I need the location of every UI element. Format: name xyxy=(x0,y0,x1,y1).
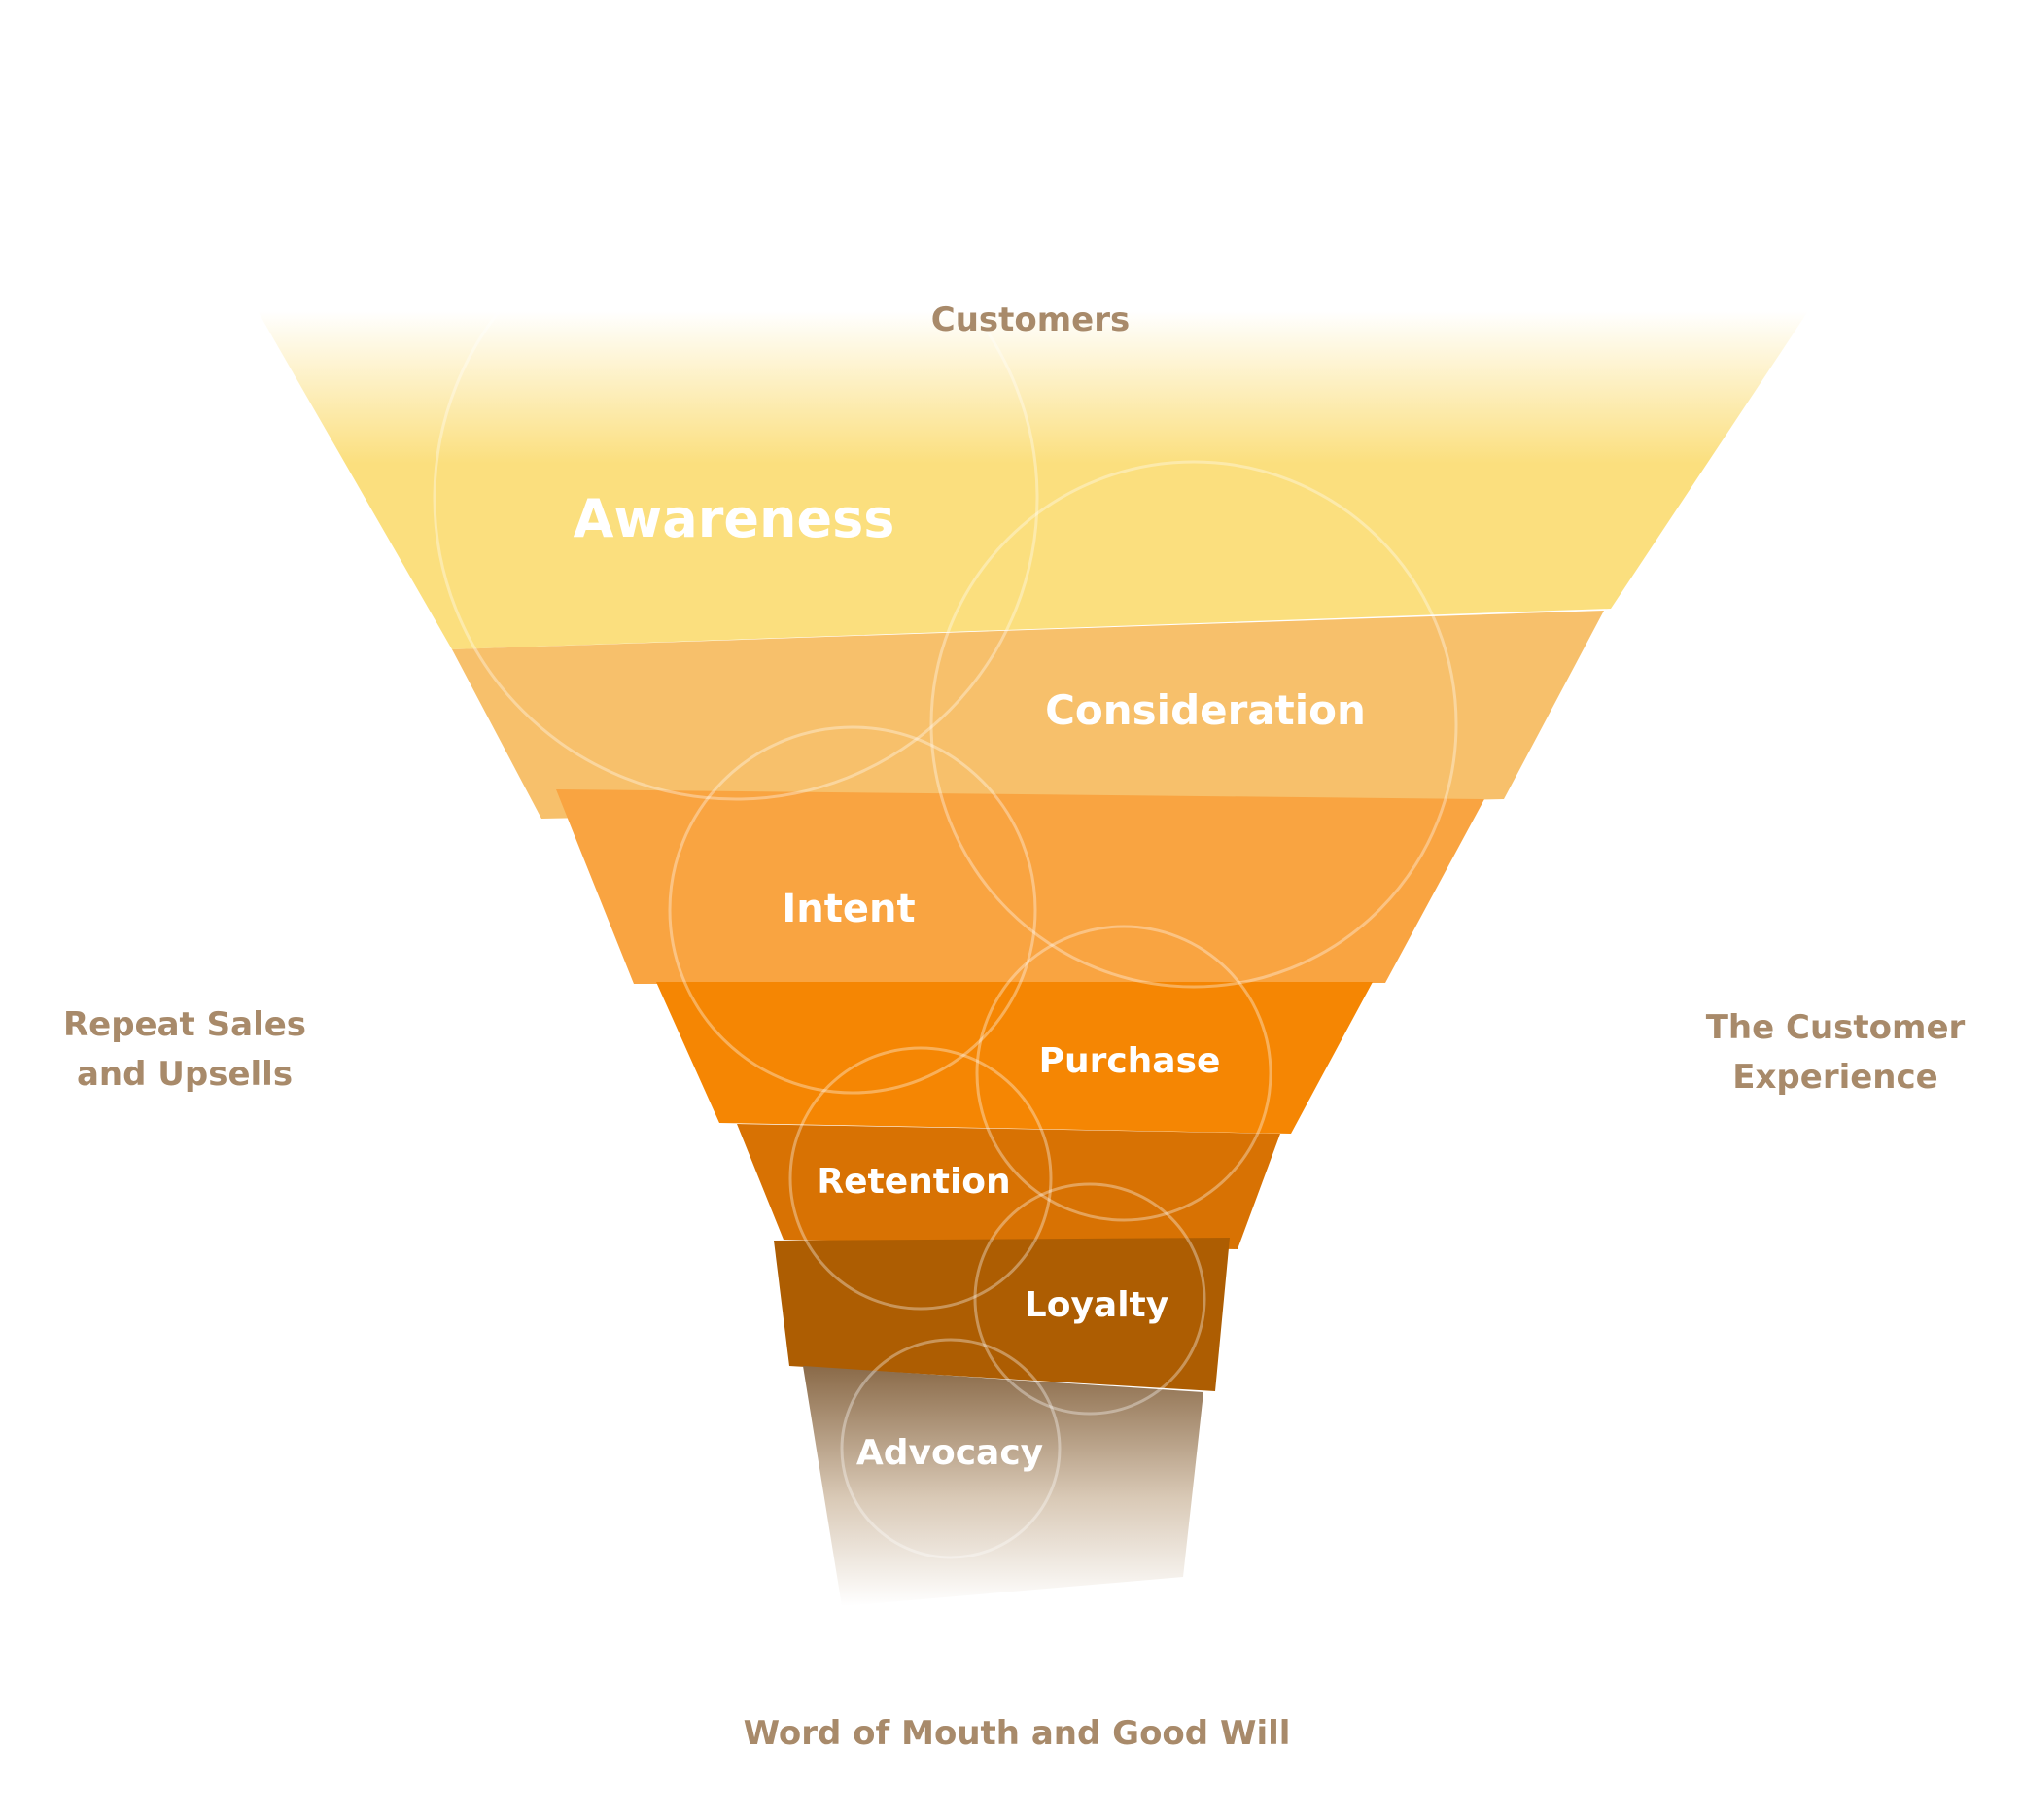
stage-awareness-band xyxy=(258,311,1808,649)
stage-consideration-label: Consideration xyxy=(1045,686,1366,734)
stage-advocacy-band xyxy=(803,1366,1203,1606)
top-label: Customers xyxy=(931,300,1131,339)
stage-retention-band xyxy=(737,1124,1280,1249)
bottom-label: Word of Mouth and Good Will xyxy=(744,1714,1291,1753)
right-label-line2: Experience xyxy=(1732,1058,1937,1097)
circle-purchase xyxy=(975,925,1272,1222)
stage-retention-label: Retention xyxy=(817,1162,1010,1202)
circle-intent xyxy=(668,725,1037,1095)
stage-purchase-label: Purchase xyxy=(1039,1041,1221,1081)
stage-intent-label: Intent xyxy=(782,887,915,931)
circle-consideration xyxy=(929,460,1458,989)
circle-awareness xyxy=(433,194,1039,801)
circle-retention xyxy=(788,1046,1053,1311)
stage-intent-band xyxy=(556,789,1484,984)
decorative-circles xyxy=(433,194,1458,1559)
stage-advocacy-label: Advocacy xyxy=(856,1433,1043,1473)
right-label-line1: The Customer xyxy=(1706,1008,1966,1047)
stage-consideration-band xyxy=(452,611,1604,819)
left-label-line1: Repeat Sales xyxy=(63,1005,306,1044)
stage-loyalty-label: Loyalty xyxy=(1025,1285,1168,1325)
circle-loyalty xyxy=(973,1182,1206,1416)
stage-awareness-label: Awareness xyxy=(574,488,895,549)
stage-purchase-band xyxy=(656,982,1373,1134)
circle-advocacy xyxy=(840,1338,1062,1559)
stage-loyalty-band xyxy=(774,1238,1230,1391)
left-label-line2: and Upsells xyxy=(77,1055,293,1094)
